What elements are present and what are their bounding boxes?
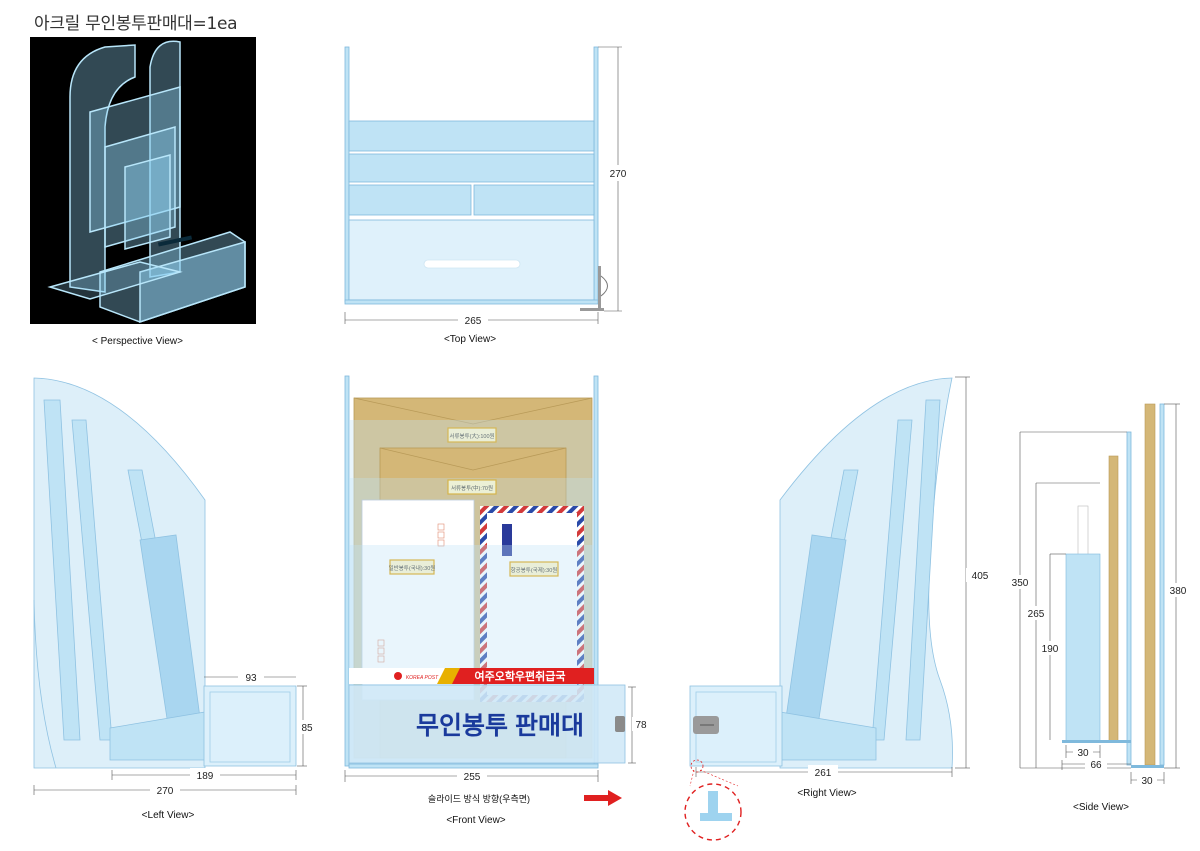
big-sign: 무인봉투 판매대 — [416, 712, 584, 740]
dim-top-width: 265 — [465, 316, 482, 327]
banner-text: 여주오학우편취급국 — [474, 669, 565, 683]
caption-top: <Top View> — [444, 334, 496, 345]
slide-note: 슬라이드 방식 방향(우측면) — [428, 793, 530, 804]
dim-right-261: 261 — [815, 768, 832, 779]
envelope3-label: 일반봉투(국내):30원 — [389, 564, 436, 572]
dim-top-depth: 270 — [610, 169, 627, 180]
dim-right-405: 405 — [972, 571, 989, 582]
caption-front: <Front View> — [446, 815, 505, 826]
slide-arrow-icon — [584, 790, 622, 806]
caption-side: <Side View> — [1073, 802, 1129, 813]
dim-left-93: 93 — [245, 673, 257, 684]
caption-right: <Right View> — [797, 788, 856, 799]
detail-marker-icon — [684, 759, 742, 841]
envelope1-label: 서류봉투(大):100원 — [449, 432, 494, 440]
banner-logo: KOREA POST — [406, 675, 439, 681]
left-view: 93 85 189 270 — [33, 377, 317, 797]
caption-perspective: < Perspective View> — [92, 336, 183, 347]
dim-left-85: 85 — [301, 723, 313, 734]
dim-side-190: 190 — [1042, 644, 1059, 655]
perspective-photo — [30, 37, 256, 324]
dim-side-265: 265 — [1028, 609, 1045, 620]
envelope4-label: 항공봉투(국제):30원 — [511, 566, 558, 574]
envelope2-label: 서류봉투(中):70원 — [451, 484, 493, 492]
dim-front-255: 255 — [464, 772, 481, 783]
dim-front-78: 78 — [635, 720, 647, 731]
page-title: 아크릴 무인봉투판매대=1ea — [34, 14, 238, 34]
caption-left: <Left View> — [142, 810, 195, 821]
dim-left-189: 189 — [197, 771, 214, 782]
front-view: 서류봉투(大):100원 서류봉투(中):70원 일반봉투(국내):30원 항공… — [344, 375, 652, 783]
top-view: 270 265 — [344, 46, 631, 327]
perspective-render — [47, 40, 246, 324]
dim-side-380: 380 — [1170, 586, 1187, 597]
side-view: 350 265 190 380 30 66 30 — [1008, 403, 1190, 787]
dim-side-66: 66 — [1090, 760, 1102, 771]
right-view: 405 261 — [689, 376, 992, 779]
dim-side-350: 350 — [1012, 578, 1029, 589]
dim-left-270: 270 — [157, 786, 174, 797]
dim-side-30b: 30 — [1141, 776, 1153, 787]
dim-side-30a: 30 — [1077, 748, 1089, 759]
